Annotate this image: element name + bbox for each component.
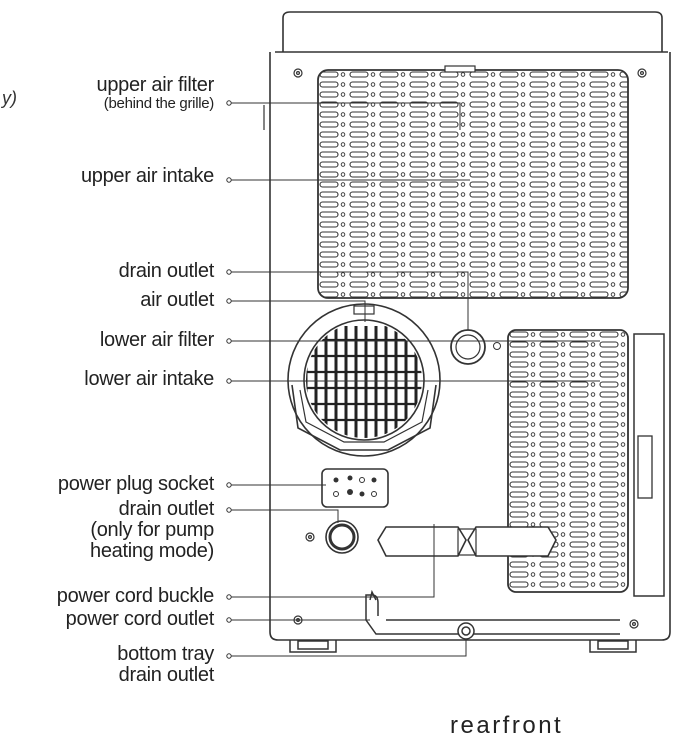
bottom-tray <box>289 589 637 653</box>
label-bottom-tray-line-2: drain outlet <box>118 664 215 686</box>
label-pump-drain-outlet-line-2: (only for pump <box>90 519 214 541</box>
unit-body <box>269 52 671 641</box>
pump-drain-outlet <box>325 520 359 554</box>
label-lower-air-filter: lower air filter <box>99 329 214 351</box>
label-drain-outlet: drain outlet <box>118 260 215 282</box>
air-outlet-ring <box>287 303 441 457</box>
label-pump-drain-outlet-line-1: drain outlet <box>118 498 215 520</box>
label-upper-air-filter-note: (behind the grille) <box>103 95 215 112</box>
edge-text-fragment: y) <box>2 88 17 108</box>
label-lower-air-intake: lower air intake <box>84 368 214 390</box>
label-bottom-tray-drain-outlet: bottom tray drain outlet <box>117 644 214 686</box>
top-cover <box>282 11 663 52</box>
upper-grille <box>317 69 629 299</box>
label-upper-air-intake: upper air intake <box>80 165 214 187</box>
label-pump-drain-outlet: drain outlet (only for pump heating mode… <box>90 499 214 562</box>
label-upper-air-filter: upper air filter <box>96 74 215 96</box>
label-air-outlet: air outlet <box>140 289 214 311</box>
power-cord-buckle <box>377 526 557 557</box>
grille-tab <box>444 65 476 73</box>
side-handle <box>633 333 665 597</box>
label-pump-drain-outlet-line-3: heating mode) <box>90 540 214 562</box>
label-power-plug-socket: power plug socket <box>57 473 214 495</box>
diagram-caption: rearfront <box>450 712 564 739</box>
label-power-cord-outlet: power cord outlet <box>65 608 215 630</box>
leader-lines <box>226 100 600 659</box>
label-power-cord-buckle: power cord buckle <box>56 585 215 607</box>
power-plug-socket <box>321 468 389 508</box>
label-bottom-tray-line-1: bottom tray <box>117 643 214 665</box>
